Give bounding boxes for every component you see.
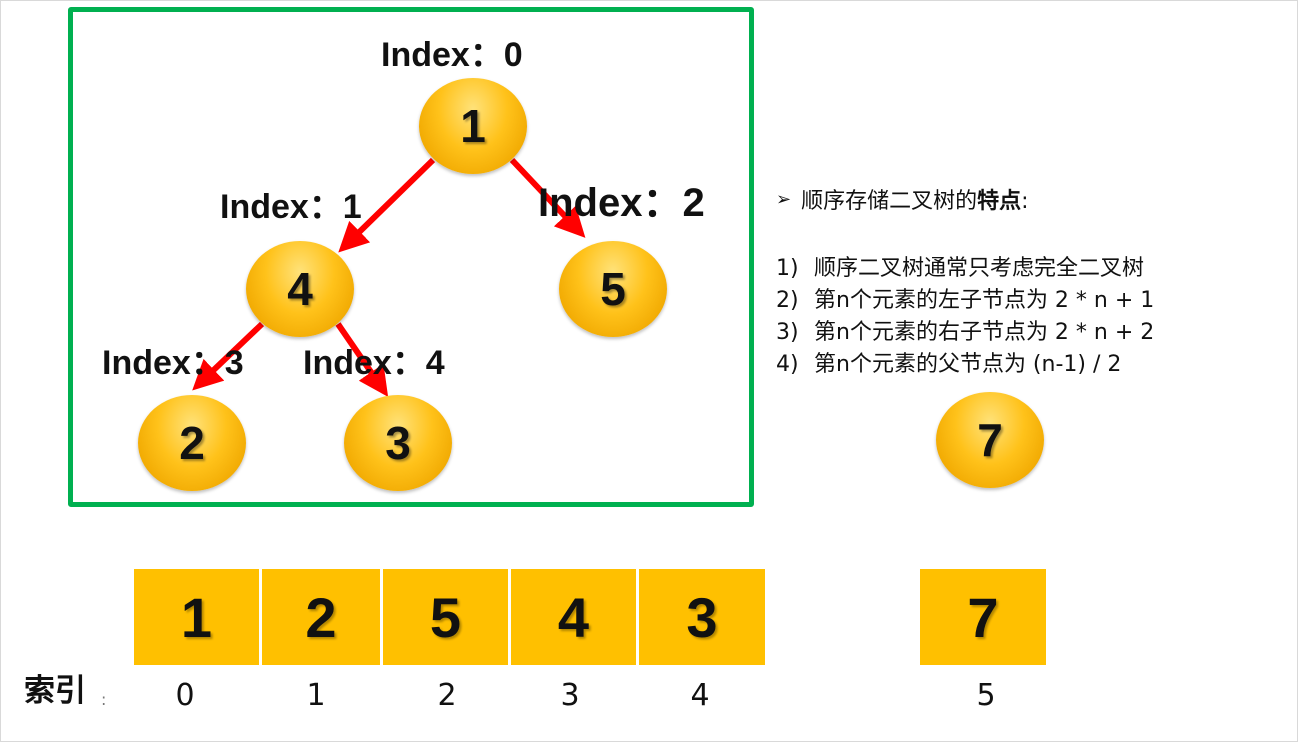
tree-node-left-left: 2 <box>138 395 246 491</box>
array-cell-1: 2 <box>262 569 380 665</box>
array-cell-0: 1 <box>134 569 259 665</box>
index-label-1: Index：1 <box>220 188 362 226</box>
arrow-bullet-icon: ➢ <box>776 188 792 210</box>
feature-item: 4)第n个元素的父节点为 (n-1) / 2 <box>776 352 1122 377</box>
index-value-2: 2 <box>437 678 457 713</box>
tree-frame <box>68 7 754 507</box>
index-value-0: 0 <box>175 678 195 713</box>
feature-item: 2)第n个元素的左子节点为 2 * n + 1 <box>776 288 1155 313</box>
tree-node-left-right: 3 <box>344 395 452 491</box>
feature-item: 3)第n个元素的右子节点为 2 * n + 2 <box>776 320 1155 345</box>
features-heading-text: 顺序存储二叉树的特点: <box>801 189 1029 214</box>
array-cell-3: 4 <box>511 569 636 665</box>
index-value-5: 5 <box>976 678 996 713</box>
array-cell-4: 3 <box>639 569 765 665</box>
index-value-1: 1 <box>306 678 326 713</box>
features-heading: ➢ 顺序存储二叉树的特点: <box>776 183 1256 215</box>
array-cell-2: 5 <box>383 569 508 665</box>
extra-node: 7 <box>936 392 1044 488</box>
features-panel: ➢ 顺序存储二叉树的特点: 1)顺序二叉树通常只考虑完全二叉树 2)第n个元素的… <box>776 183 1256 381</box>
index-value-4: 4 <box>690 678 710 713</box>
tree-node-left: 4 <box>246 241 354 337</box>
index-row-colon: : <box>101 690 107 709</box>
tree-node-right: 5 <box>559 241 667 337</box>
index-value-3: 3 <box>560 678 580 713</box>
index-label-0: Index：0 <box>381 36 523 74</box>
index-row-title: 索引 <box>24 673 86 709</box>
array-cell-extra: 7 <box>920 569 1046 665</box>
index-label-4: Index：4 <box>303 344 445 382</box>
index-label-3: Index：3 <box>102 344 244 382</box>
index-label-2: Index：2 <box>538 181 705 225</box>
tree-node-root: 1 <box>419 78 527 174</box>
feature-item: 1)顺序二叉树通常只考虑完全二叉树 <box>776 256 1145 281</box>
